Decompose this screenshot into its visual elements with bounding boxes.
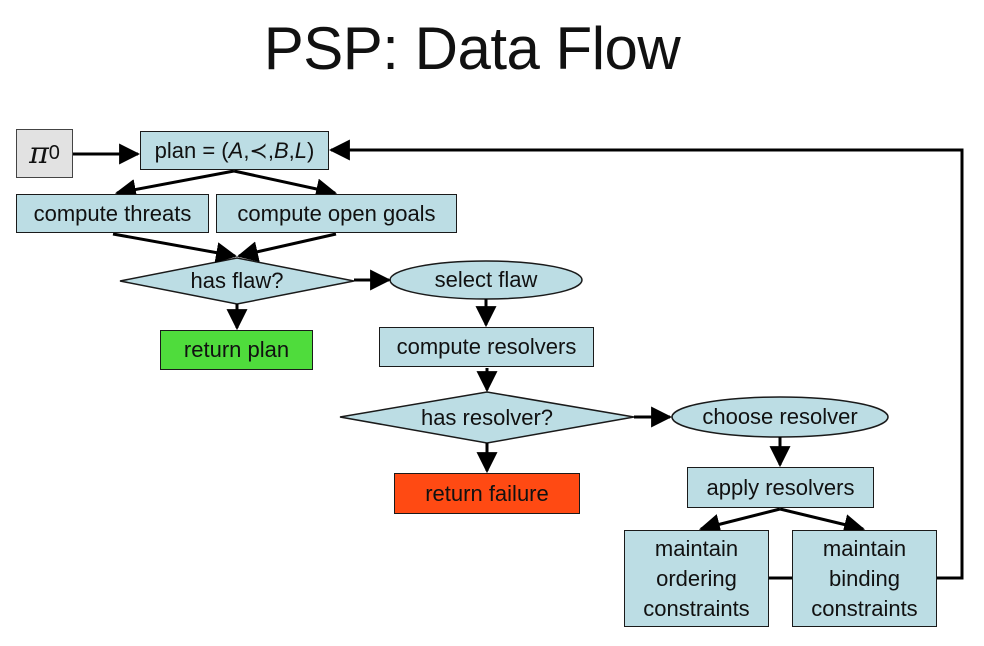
ordering-line-2: ordering [656,565,737,591]
choose-resolver-ellipse[interactable] [671,396,889,438]
return-plan-node[interactable]: return plan [160,330,313,370]
edge-apply-to-ordering [698,507,781,535]
plan-a: A [228,137,244,163]
plan-close: ) [307,137,315,163]
edge-plan-to-goals [233,169,338,200]
pi-symbol: π [29,136,49,171]
apply-resolvers-node[interactable]: apply resolvers [687,467,874,508]
binding-line-3: constraints [811,595,918,621]
select-flaw-ellipse[interactable] [389,260,583,300]
edge-threats-to-flaw [112,232,238,263]
compute-threats-node[interactable]: compute threats [16,194,209,233]
plan-prec: ,≺, [243,137,274,163]
binding-line-2: binding [829,565,900,591]
return-failure-node[interactable]: return failure [394,473,580,514]
has-resolver-diamond[interactable] [339,391,635,444]
pi-subscript: 0 [48,142,60,164]
plan-comma: , [288,137,295,163]
edge-goals-to-flaw [236,232,337,263]
edge-plan-to-threats [114,169,235,200]
plan-l: L [294,137,308,163]
ordering-line-3: constraints [643,595,750,621]
maintain-binding-node[interactable]: maintain binding constraints [792,530,937,627]
compute-open-goals-node[interactable]: compute open goals [216,194,457,233]
plan-b: B [273,137,289,163]
compute-resolvers-node[interactable]: compute resolvers [379,327,594,367]
maintain-ordering-node[interactable]: maintain ordering constraints [624,530,769,627]
plan-prefix: plan = ( [154,137,229,163]
edge-feedback-to-plan [328,139,964,580]
has-flaw-diamond[interactable] [119,257,355,305]
binding-line-1: maintain [822,535,907,561]
ordering-line-1: maintain [654,535,739,561]
page-title: PSP: Data Flow [263,15,681,82]
plan-node[interactable]: plan = (A,≺,B,L) [140,131,329,170]
edge-apply-to-binding [779,507,866,535]
